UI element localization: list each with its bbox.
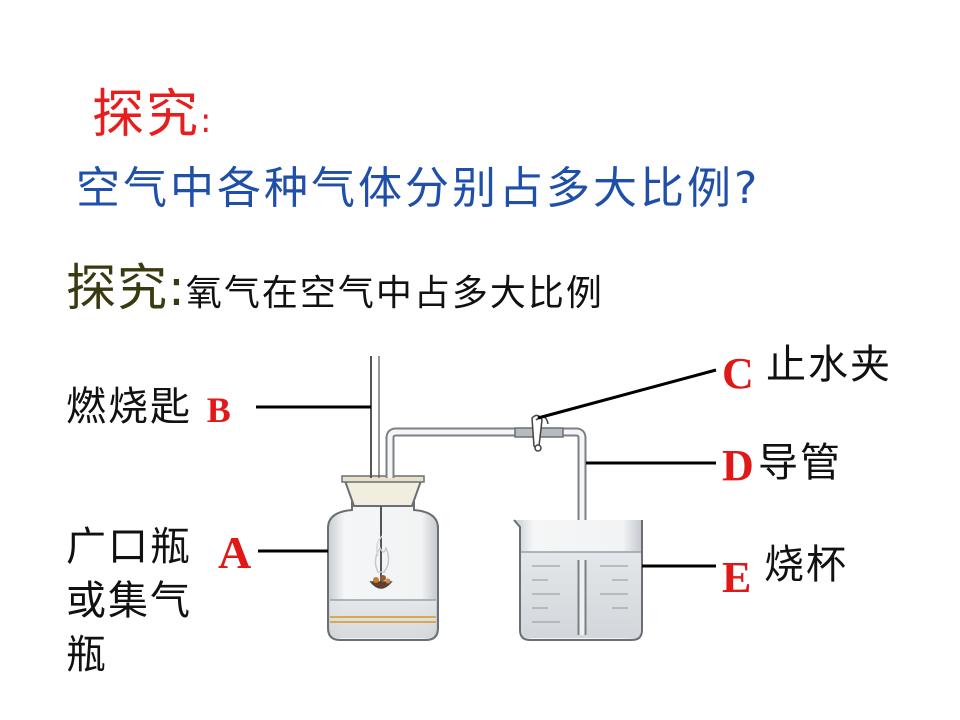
subheading-explore-text: 探究: [66,259,186,317]
leader-line-c [537,368,717,420]
subheading-topic: 氧气在空气中占多大比例 [185,273,604,314]
beaker [513,519,643,641]
spring-clip [531,414,549,452]
label-a-name-line2: 或集气 [66,578,192,624]
label-e-name: 烧杯 [764,542,848,588]
label-d-name: 导管 [758,440,842,486]
label-c-letter: C [722,349,754,398]
label-c-name: 止水夹 [766,342,892,388]
slide-subheading: 探究:氧气在空气中占多大比例 [66,248,604,320]
label-a-name-line1: 广口瓶 [66,524,192,570]
label-b-letter: B [206,390,233,430]
slide-title: 探究: [92,72,213,147]
title-colon: : [200,101,214,141]
slide-question: 空气中各种气体分别占多大比例? [76,163,761,214]
title-explore-text: 探究 [92,85,201,145]
label-e-letter: E [722,553,752,602]
label-d-letter: D [722,441,754,490]
label-b-name: 燃烧匙 [66,384,192,430]
label-a-letter: A [218,527,252,578]
label-b: 燃烧匙 B [66,380,233,435]
leader-lines [256,368,717,568]
label-a-name-line3: 瓶 [66,632,108,678]
rubber-stopper [341,475,425,507]
wide-mouth-bottle [327,496,439,641]
combustion-spoon [369,356,393,589]
